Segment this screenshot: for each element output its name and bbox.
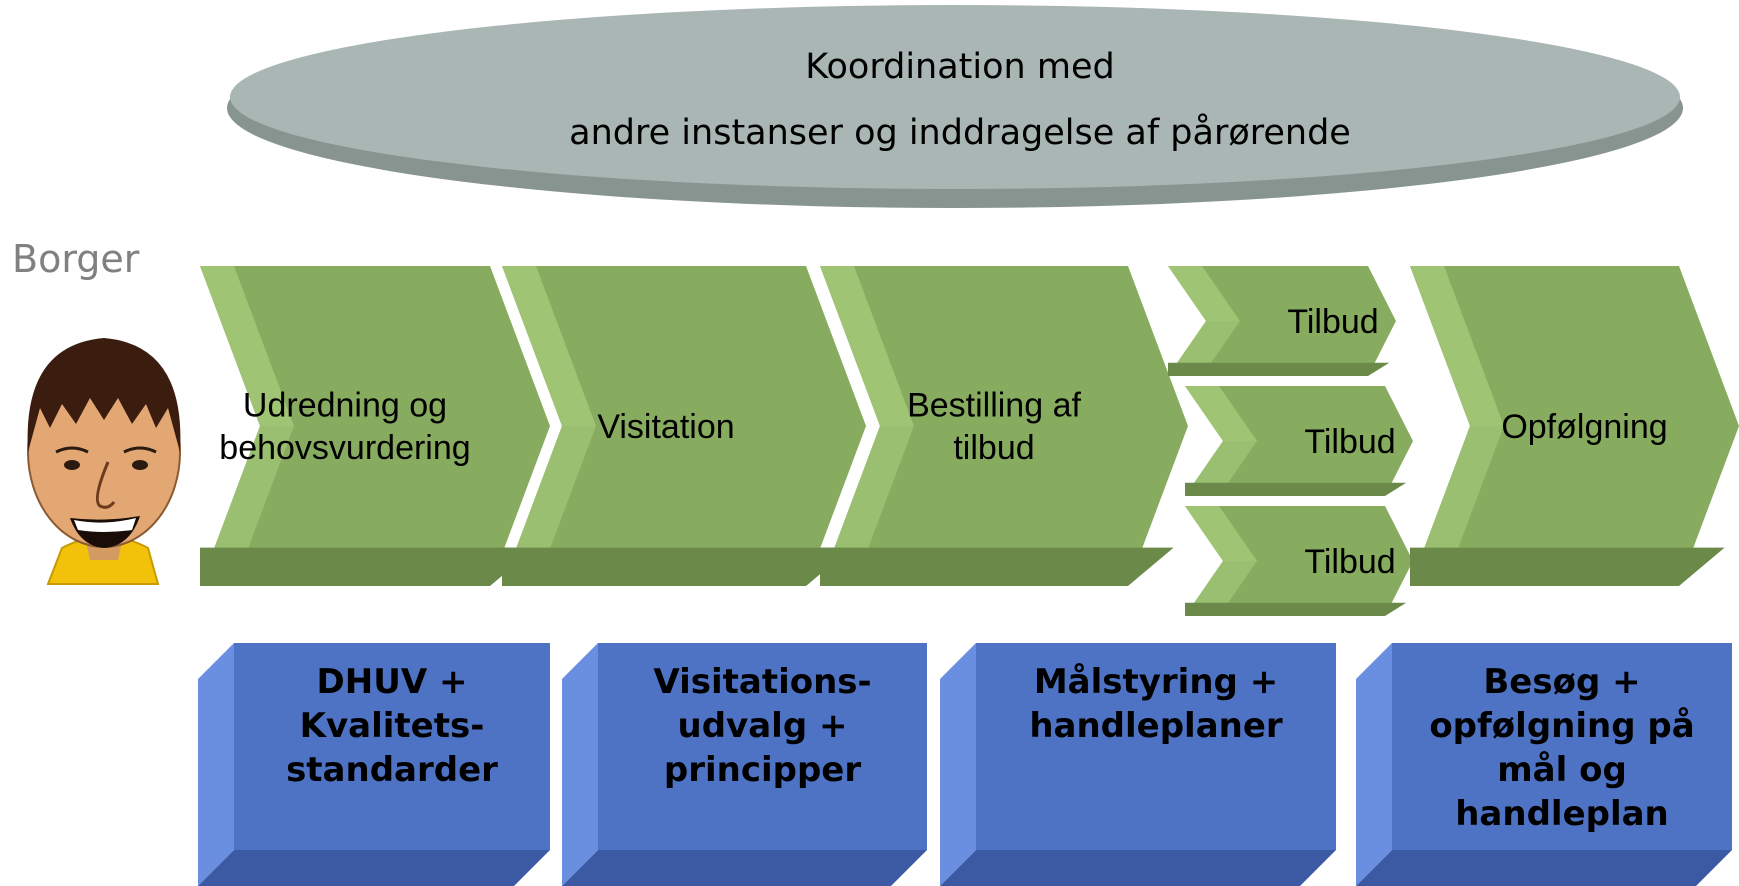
tool-boxes: DHUV +Kvalitets-standarderVisitations-ud…	[198, 643, 1732, 886]
tool-dhuv-face	[234, 643, 550, 850]
ellipse-face	[230, 5, 1680, 189]
step-udredning: Udredning og behovsvurdering	[200, 266, 550, 586]
step-udredning-upper-facet	[200, 266, 294, 426]
offer-2-lower-facet	[1185, 441, 1257, 496]
step-visitation-label-line: Visitation	[597, 408, 734, 446]
coordination-ellipse: Koordination med andre instanser og indd…	[227, 5, 1683, 208]
offer-3-upper-facet	[1185, 506, 1257, 561]
step-udredning-lower-facet	[200, 426, 294, 586]
avatar-right-brow	[123, 446, 157, 454]
offer-2-face	[1185, 386, 1413, 496]
citizen-label: Borger	[12, 237, 140, 281]
step-visitation-bottom-shade	[502, 547, 852, 586]
step-opfolgning-lower-facet	[1410, 426, 1504, 586]
step-udredning-label-line: behovsvurdering	[219, 429, 470, 467]
offer-1-lower-facet	[1168, 321, 1240, 376]
step-opfolgning-face	[1410, 266, 1739, 586]
offer-2-upper-facet	[1185, 386, 1257, 441]
tool-visitationsudvalg-side	[562, 643, 598, 886]
offer-3-lower-facet	[1185, 561, 1257, 616]
tool-visitationsudvalg: Visitations-udvalg +principper	[562, 643, 927, 886]
step-bestilling-lower-facet	[820, 426, 914, 586]
offer-1-label-line: Tilbud	[1287, 303, 1378, 341]
tool-visitationsudvalg-label-line: Visitations-	[653, 662, 871, 702]
step-visitation-upper-facet	[502, 266, 596, 426]
step-bestilling-label-line: tilbud	[953, 429, 1034, 467]
offer-3-face	[1185, 506, 1413, 616]
avatar-left-eye	[64, 460, 80, 470]
tool-besog-label-line: handleplan	[1455, 794, 1669, 834]
tool-malstyring-label-line: Målstyring +	[1034, 662, 1278, 702]
citizen-avatar	[27, 338, 181, 585]
step-visitation: Visitation	[502, 266, 866, 586]
step-opfolgning-label-line: Opfølgning	[1501, 408, 1667, 446]
step-udredning-bottom-shade	[200, 547, 536, 586]
tool-visitationsudvalg-bottom	[562, 850, 927, 886]
tool-malstyring-side	[940, 643, 976, 886]
avatar-hair	[27, 338, 181, 452]
step-visitation-face	[502, 266, 866, 586]
coordination-line-2: andre instanser og inddragelse af pårøre…	[569, 112, 1351, 153]
offer-3: Tilbud	[1185, 506, 1413, 616]
tool-besog-side	[1356, 643, 1392, 886]
step-visitation-lower-facet	[502, 426, 596, 586]
avatar-nose	[95, 461, 116, 509]
avatar-teeth	[74, 518, 136, 532]
tool-malstyring-bottom	[940, 850, 1336, 886]
step-opfolgning-bottom-shade	[1410, 547, 1725, 586]
offer-2: Tilbud	[1185, 386, 1413, 496]
step-udredning-label-line: Udredning og	[243, 387, 447, 425]
tool-dhuv-label-line: Kvalitets-	[300, 706, 485, 746]
offer-2-bottom-shade	[1185, 482, 1407, 496]
tool-dhuv-label-line: standarder	[286, 750, 498, 790]
tool-besog-label-line: opfølgning på	[1429, 706, 1694, 746]
step-bestilling-upper-facet	[820, 266, 914, 426]
tool-dhuv-side	[198, 643, 234, 886]
tool-malstyring-face	[976, 643, 1336, 850]
avatar-right-eye	[132, 460, 148, 470]
tool-visitationsudvalg-face	[598, 643, 927, 850]
tool-besog-bottom	[1356, 850, 1732, 886]
tool-besog-face	[1392, 643, 1732, 850]
step-opfolgning-upper-facet	[1410, 266, 1504, 426]
offer-3-label-line: Tilbud	[1304, 543, 1395, 581]
avatar-left-brow	[55, 446, 89, 454]
offer-3-bottom-shade	[1185, 602, 1407, 616]
offer-1-upper-facet	[1168, 266, 1240, 321]
avatar-neck	[84, 532, 124, 560]
tool-besog-label-line: mål og	[1497, 750, 1627, 790]
step-udredning-face	[200, 266, 550, 586]
tool-malstyring: Målstyring +handleplaner	[940, 643, 1336, 886]
step-bestilling-label-line: Bestilling af	[907, 387, 1081, 425]
tool-visitationsudvalg-label-line: udvalg +	[678, 706, 848, 746]
tool-besog-label-line: Besøg +	[1483, 662, 1640, 702]
tool-visitationsudvalg-label-line: principper	[664, 750, 862, 790]
step-opfolgning: Opfølgning	[1410, 266, 1739, 586]
step-bestilling: Bestilling af tilbud	[820, 266, 1188, 586]
step-bestilling-bottom-shade	[820, 547, 1174, 586]
tool-dhuv: DHUV +Kvalitets-standarder	[198, 643, 550, 886]
tool-malstyring-label-line: handleplaner	[1029, 706, 1283, 746]
tool-dhuv-bottom	[198, 850, 550, 886]
process-chevrons: Udredning og behovsvurdering Visitation Bes…	[200, 266, 1739, 616]
coordination-line-1: Koordination med	[805, 47, 1114, 87]
tool-dhuv-label-line: DHUV +	[317, 662, 468, 702]
offer-1-bottom-shade	[1168, 362, 1390, 376]
offer-1-face	[1168, 266, 1396, 376]
offer-1: Tilbud	[1168, 266, 1396, 376]
offer-2-label-line: Tilbud	[1304, 423, 1395, 461]
step-bestilling-face	[820, 266, 1188, 586]
